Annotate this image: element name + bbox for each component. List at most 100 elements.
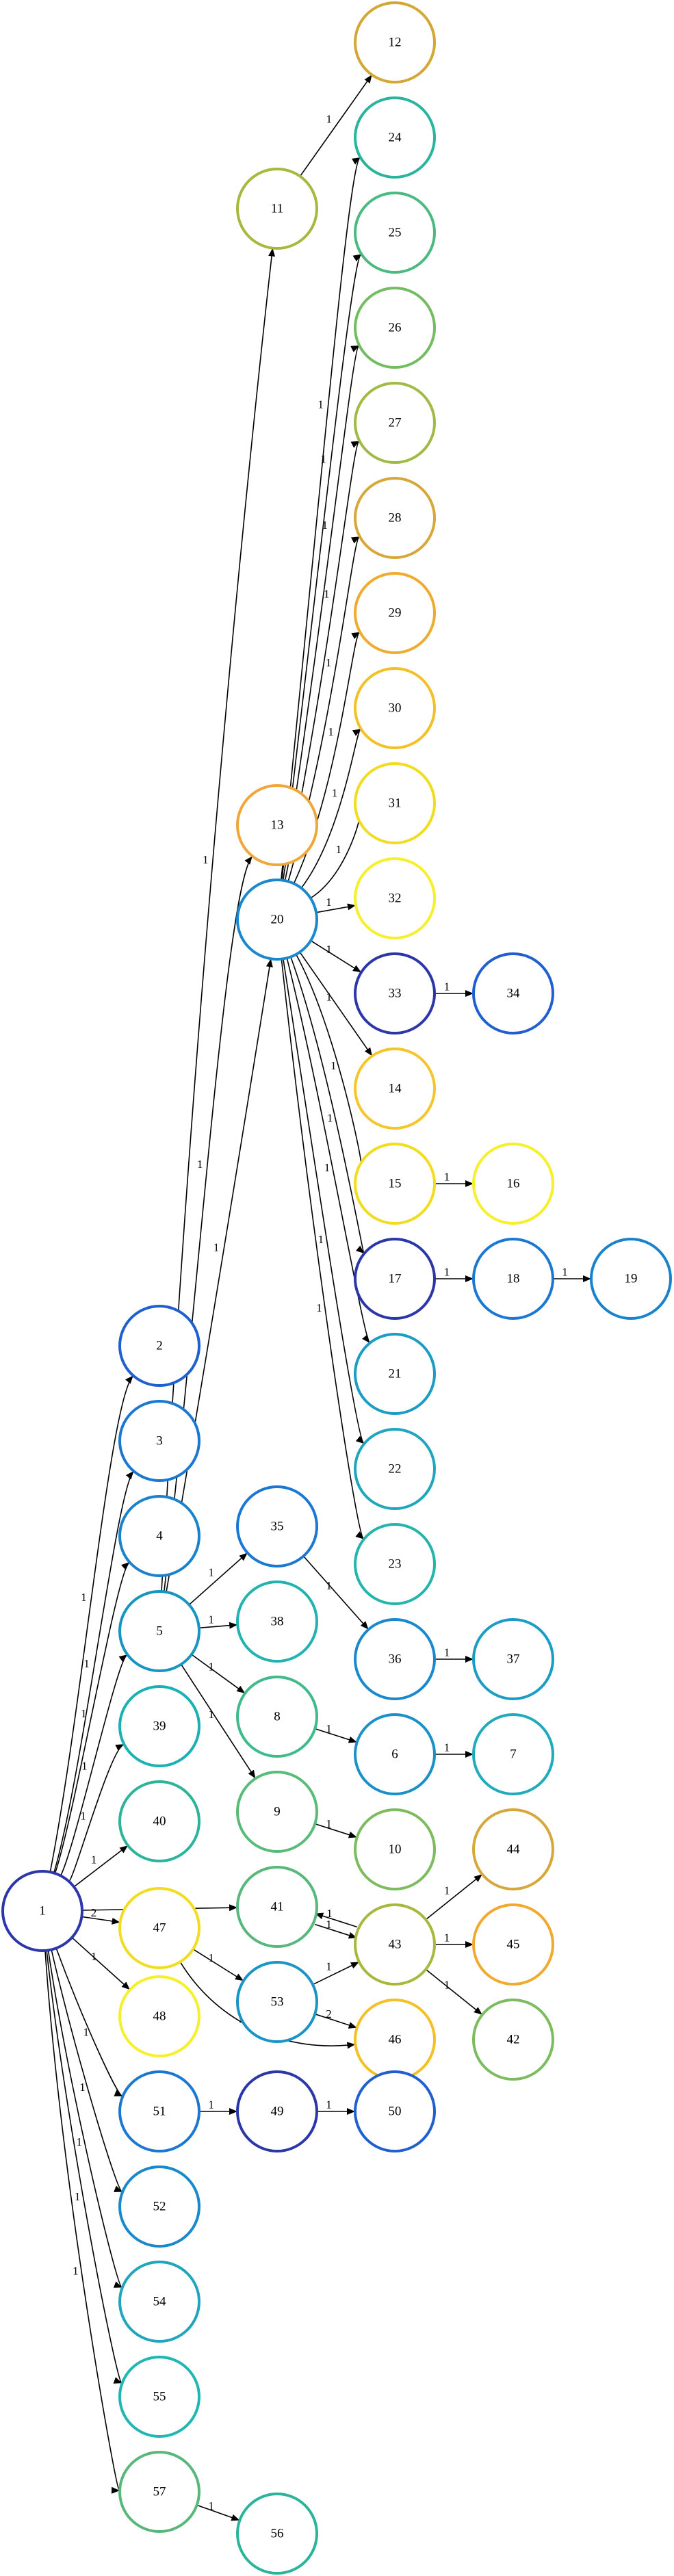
edge-label-35-to-36: 1 [326, 1579, 332, 1592]
node-label-53: 53 [271, 1995, 284, 2009]
node-circle-51 [118, 2070, 200, 2152]
edge-label-1-to-48: 1 [91, 1950, 97, 1963]
node-label-51: 51 [153, 2105, 166, 2119]
node-21: 21 [354, 1333, 436, 1415]
node-label-9: 9 [274, 1805, 281, 1819]
edge-label-51-to-49: 1 [208, 2098, 214, 2111]
node-circle-34 [472, 952, 554, 1035]
edge-label-41-to-43: 1 [326, 1918, 332, 1931]
node-label-17: 17 [389, 1272, 402, 1286]
edges-layer: 1111111211111111111111111111111111111111… [44, 75, 591, 2521]
node-52: 52 [118, 2165, 200, 2248]
edge-20-to-14 [299, 952, 372, 1056]
edge-label-20-to-27: 1 [324, 588, 330, 601]
node-40: 40 [118, 1780, 200, 1862]
node-30: 30 [354, 667, 436, 749]
node-label-31: 31 [389, 796, 402, 811]
node-circle-44 [472, 1808, 554, 1890]
node-circle-43 [354, 1903, 436, 1986]
edge-label-20-to-30: 1 [332, 786, 338, 799]
node-circle-54 [118, 2261, 200, 2343]
edge-11-to-12 [299, 75, 372, 177]
edge-label-6-to-7: 1 [444, 1741, 450, 1754]
edge-20-to-24 [281, 157, 361, 881]
edge-1-to-54 [47, 1950, 122, 2288]
node-label-37: 37 [507, 1652, 520, 1667]
edge-label-49-to-50: 1 [326, 2098, 332, 2111]
edge-label-1-to-40: 1 [91, 1853, 97, 1866]
node-circle-6 [354, 1713, 436, 1795]
edge-1-to-5 [60, 1654, 128, 1876]
edge-label-17-to-18: 1 [444, 1266, 450, 1279]
node-circle-52 [118, 2165, 200, 2248]
node-25: 25 [354, 192, 436, 274]
edge-label-1-to-55: 1 [75, 2190, 81, 2203]
node-label-21: 21 [389, 1367, 402, 1381]
edge-label-20-to-24: 1 [317, 398, 324, 411]
node-circle-33 [354, 952, 436, 1035]
node-label-44: 44 [507, 1843, 521, 1857]
node-circle-37 [472, 1618, 554, 1700]
node-circle-14 [354, 1048, 436, 1130]
node-label-1: 1 [39, 1904, 46, 1918]
edge-9-to-10 [315, 1823, 357, 1838]
edge-5-to-8 [191, 1654, 246, 1693]
node-circle-10 [354, 1808, 436, 1890]
edge-20-to-33 [310, 940, 361, 973]
edge-label-1-to-54: 1 [76, 2135, 82, 2148]
node-label-14: 14 [389, 1082, 402, 1096]
edge-20-to-27 [284, 441, 360, 881]
edge-20-to-31 [310, 815, 367, 899]
edge-label-20-to-21: 1 [324, 1161, 330, 1174]
node-27: 27 [354, 382, 436, 464]
edge-label-20-to-25: 1 [320, 453, 326, 466]
edge-43-to-44 [425, 1874, 482, 1921]
edge-label-20-to-26: 1 [322, 519, 328, 532]
node-circle-23 [354, 1523, 436, 1605]
edge-20-to-32 [315, 903, 356, 913]
node-17: 17 [354, 1238, 436, 1320]
edge-label-5-to-8: 1 [208, 1661, 214, 1674]
node-4: 4 [118, 1495, 200, 1577]
node-circle-4 [118, 1495, 200, 1577]
node-31: 31 [354, 762, 436, 844]
node-label-24: 24 [389, 131, 402, 145]
edge-57-to-56 [196, 2504, 240, 2521]
node-label-12: 12 [389, 36, 402, 50]
node-circle-3 [118, 1400, 200, 1482]
edge-label-5-to-13: 1 [197, 1158, 203, 1171]
edge-label-5-to-11: 1 [203, 853, 209, 866]
node-label-34: 34 [507, 987, 521, 1001]
node-label-18: 18 [507, 1272, 520, 1286]
edge-label-5-to-38: 1 [208, 1613, 214, 1626]
node-circle-35 [236, 1485, 318, 1567]
edge-label-20-to-28: 1 [326, 656, 332, 669]
node-7: 7 [472, 1713, 554, 1795]
node-label-15: 15 [389, 1177, 402, 1191]
edge-20-to-25 [281, 254, 362, 881]
node-14: 14 [354, 1048, 436, 1130]
edge-43-to-42 [425, 1968, 482, 2015]
edge-label-53-to-43: 1 [326, 1960, 332, 1973]
node-label-43: 43 [389, 1938, 402, 1952]
edge-1-to-2 [49, 1375, 133, 1873]
node-label-57: 57 [153, 2485, 166, 2499]
node-22: 22 [354, 1428, 436, 1510]
edge-1-to-52 [51, 1949, 123, 2192]
node-circle-25 [354, 192, 436, 274]
edge-label-1-to-4: 1 [81, 1707, 87, 1720]
node-5: 5 [118, 1590, 200, 1672]
edge-1-to-55 [46, 1950, 122, 2384]
node-3: 3 [118, 1400, 200, 1482]
node-46: 46 [354, 1999, 436, 2081]
node-label-36: 36 [389, 1652, 402, 1667]
edge-5-to-13 [163, 856, 252, 1592]
node-50: 50 [354, 2070, 436, 2152]
node-label-10: 10 [389, 1843, 402, 1857]
edge-label-18-to-19: 1 [562, 1266, 568, 1279]
node-label-46: 46 [389, 2033, 402, 2047]
node-label-39: 39 [153, 1719, 166, 1734]
node-circle-19 [590, 1238, 672, 1320]
node-label-48: 48 [153, 2009, 166, 2024]
